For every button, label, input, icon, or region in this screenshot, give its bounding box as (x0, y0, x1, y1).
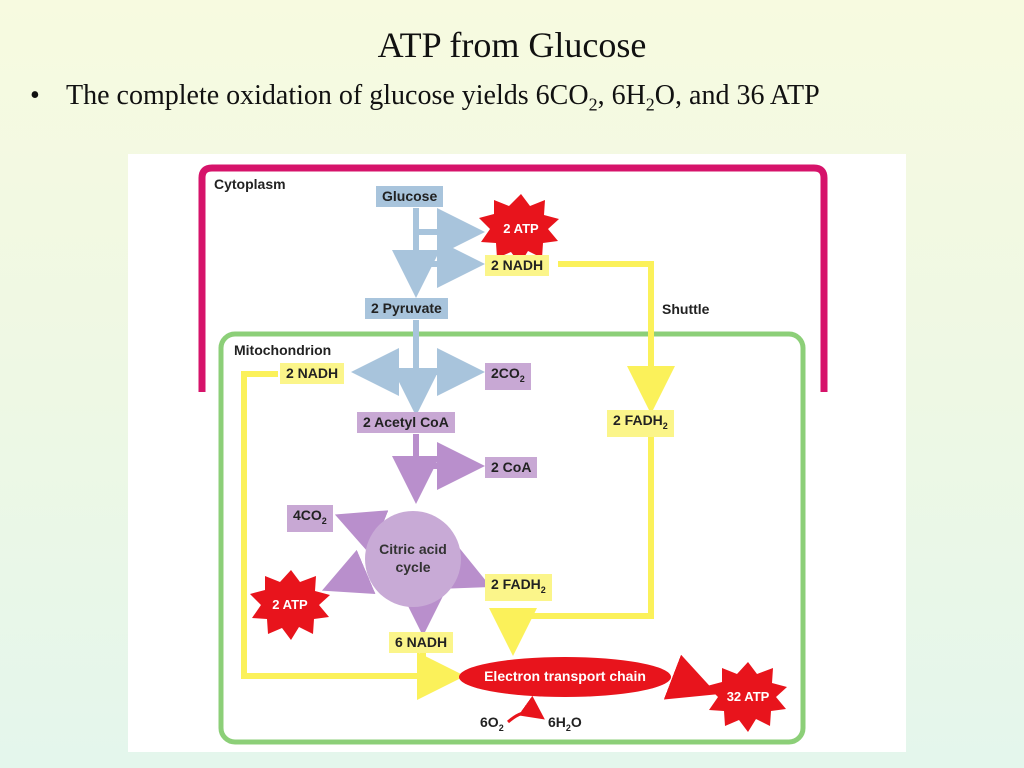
atp-cycle-label: 2 ATP (272, 597, 308, 612)
atp-etc-label: 32 ATP (726, 689, 770, 704)
slide-title: ATP from Glucose (377, 25, 647, 65)
nadh-cycle-box: 6 NADH (389, 632, 454, 653)
coa-box: 2 CoA (485, 457, 538, 478)
bullet-point: • The complete oxidation of glucose yiel… (30, 80, 820, 116)
oxygen-label: 6O2 (480, 714, 504, 733)
shuttle-label: Shuttle (662, 301, 710, 317)
glucose-box: Glucose (376, 186, 444, 207)
bullet-text: The complete oxidation of glucose yields… (66, 80, 820, 115)
citric-acid-cycle-label: Citric acid cycle (379, 541, 447, 575)
mitochondrion-border (218, 331, 806, 745)
cytoplasm-label: Cytoplasm (214, 176, 286, 192)
etc-oval (459, 657, 671, 697)
fadh2-shuttle-box: 2 FADH2 (607, 410, 674, 437)
co2-pdh-box: 2CO2 (485, 363, 531, 390)
fadh2-cycle-box: 2 FADH2 (485, 574, 552, 601)
nadh-glycolysis-box: 2 NADH (485, 255, 550, 276)
atp-diagram: Cytoplasm Mitochondrion Shuttle Glucose … (128, 154, 906, 752)
atp-burst-glycolysis (479, 194, 559, 264)
etc-label: Electron transport chain (484, 668, 646, 684)
diagram-graphics (198, 164, 828, 745)
electron-carrier-arrows (241, 261, 675, 700)
cytoplasm-border (198, 164, 828, 392)
etc-atp-arrow (663, 654, 718, 700)
acetyl-coa-box: 2 Acetyl CoA (357, 412, 455, 433)
mitochondrion-label: Mitochondrion (234, 342, 332, 358)
oxygen-water-arrow (507, 695, 545, 724)
atp-glycolysis-label: 2 ATP (503, 221, 539, 236)
co2-cycle-box: 4CO2 (287, 505, 333, 532)
atp-burst-etc (707, 662, 787, 732)
atp-burst-cycle (250, 570, 330, 640)
glycolysis-arrows (351, 208, 485, 416)
pyruvate-box: 2 Pyruvate (365, 298, 448, 319)
citric-acid-cycle-circle (365, 511, 461, 607)
water-label: 6H2O (548, 714, 582, 733)
nadh-mito-box: 2 NADH (280, 363, 345, 384)
bullet-symbol: • (30, 80, 40, 111)
